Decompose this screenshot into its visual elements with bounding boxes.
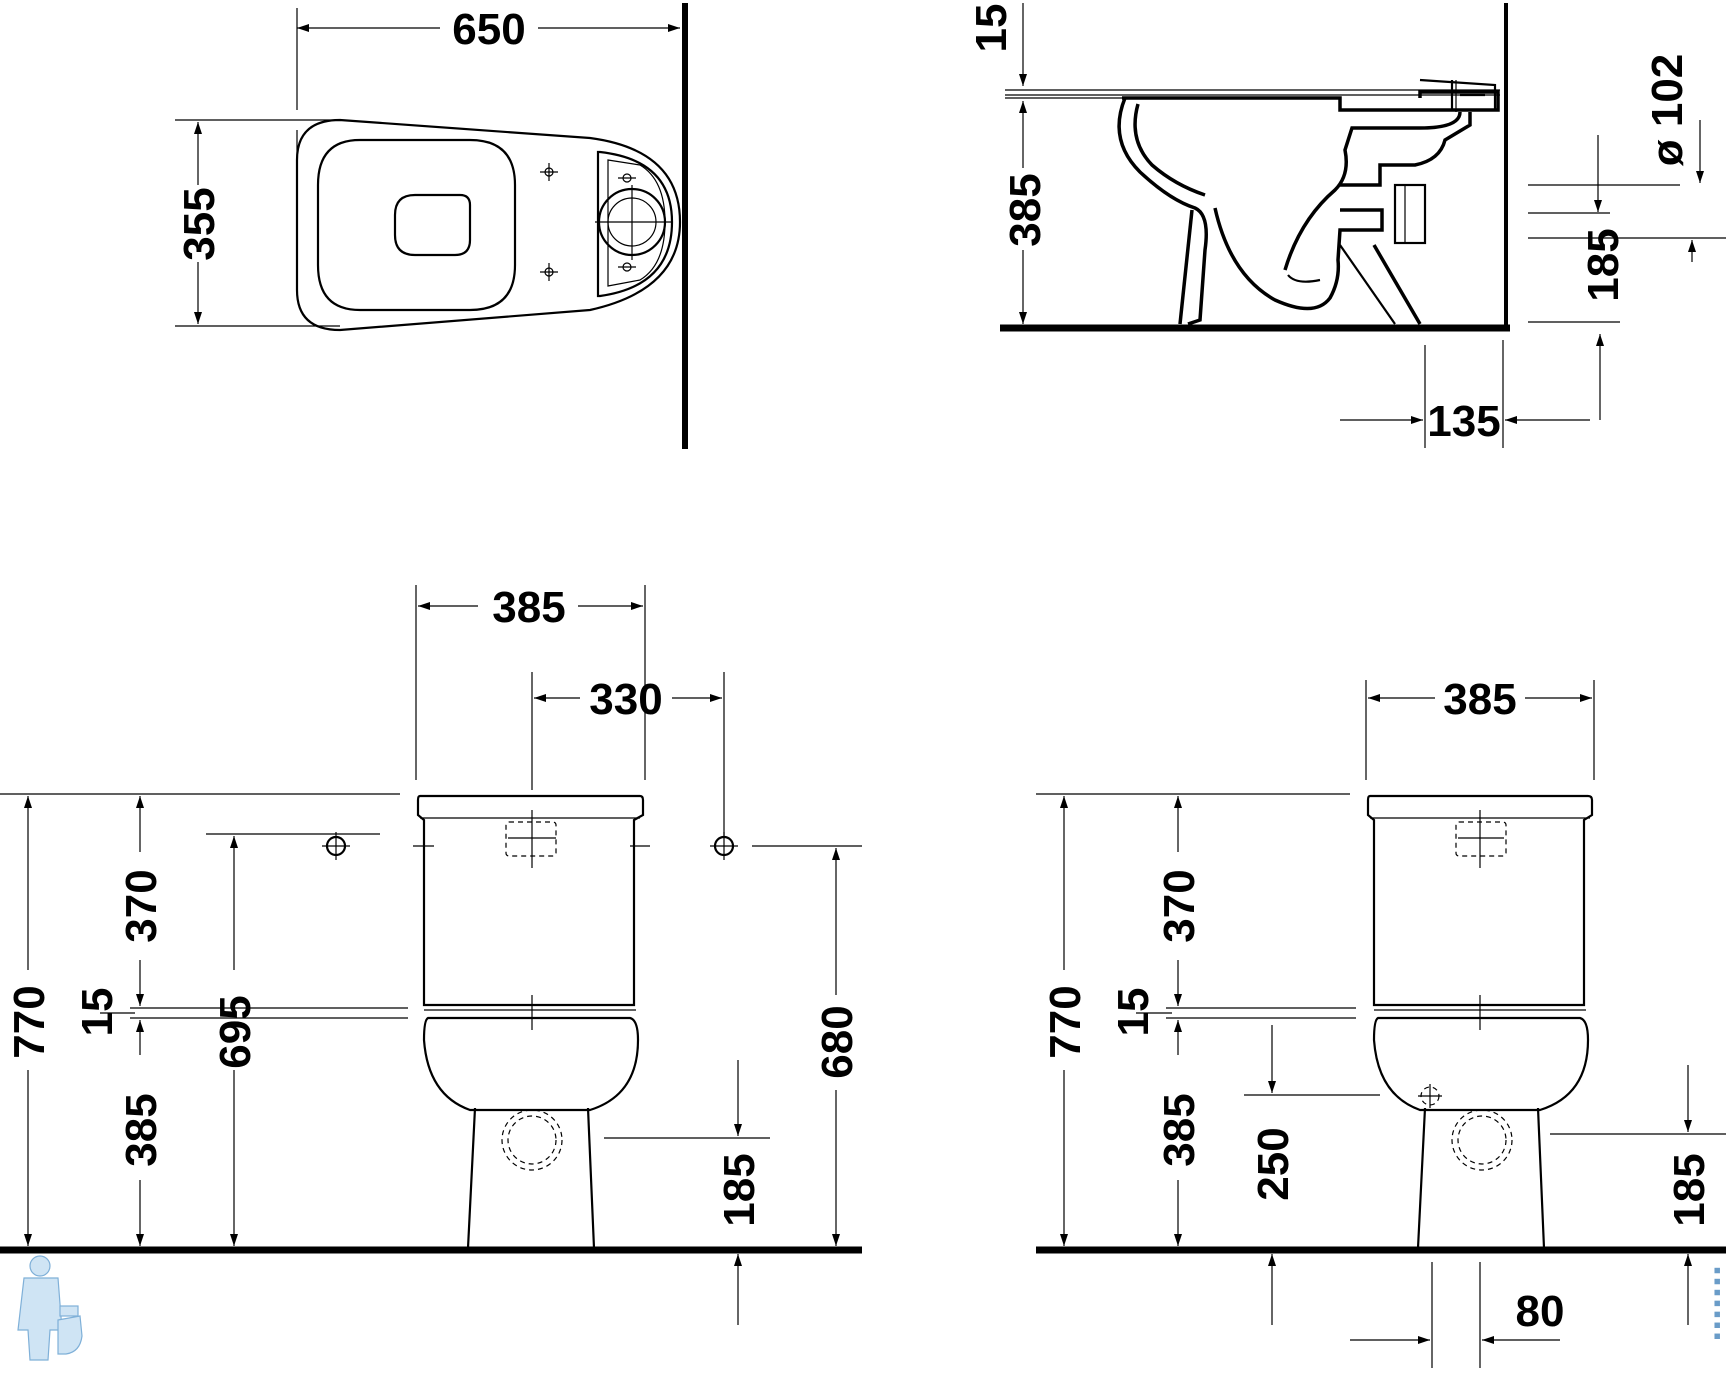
dim-outlet-height-side: 185 xyxy=(1579,228,1628,301)
side-watermark: ▪ ▪ ▪ ▪ ▪ ▪ ▪ xyxy=(1710,1267,1723,1340)
plumber-logo-icon xyxy=(17,1255,83,1361)
dim-mount-height-left: 695 xyxy=(211,995,260,1068)
mount-hole-icon xyxy=(540,163,636,281)
bowl-front-left xyxy=(422,1016,640,1112)
dim-outlet-diameter: ø 102 xyxy=(1643,54,1692,167)
pedestal-front-right xyxy=(1416,1107,1546,1249)
dim-seat-height-side: 385 xyxy=(1001,173,1050,246)
pedestal-front-left xyxy=(466,1107,596,1249)
dim-inlet-height-right: 250 xyxy=(1249,1127,1298,1200)
bowl-profile-side xyxy=(1117,90,1500,326)
dim-tank-height-left: 370 xyxy=(117,869,166,942)
dim-bowl-height-right: 385 xyxy=(1155,1093,1204,1166)
dim-tank-width-left: 385 xyxy=(492,583,565,632)
dim-outlet-offset-side: 135 xyxy=(1427,397,1500,446)
outlet-front-left xyxy=(501,1109,563,1171)
bowl-opening-top xyxy=(393,193,472,257)
dim-tank-height-right: 370 xyxy=(1155,869,1204,942)
front-view-left: 385 330 770 370 15 385 695 680 18 xyxy=(0,583,862,1325)
dim-outlet-height-left: 185 xyxy=(715,1153,764,1226)
front-view-right: 385 770 370 15 385 250 185 80 xyxy=(1036,675,1726,1368)
dim-width-top: 650 xyxy=(452,5,525,54)
flush-button-front-right xyxy=(1455,821,1507,857)
flush-button-front-left xyxy=(505,821,557,857)
tank-outline-top xyxy=(596,150,674,298)
bowl-outline-top xyxy=(295,118,682,332)
mount-hole-icon xyxy=(322,832,738,860)
dim-total-height-right: 770 xyxy=(1041,985,1090,1058)
outlet-pipe-side xyxy=(1393,183,1427,245)
outlet-front-right xyxy=(1451,1109,1513,1171)
seat-outline-top xyxy=(316,138,517,312)
dim-outlet-height-right: 185 xyxy=(1665,1153,1714,1226)
top-view: 650 355 xyxy=(175,3,688,449)
tank-front-left xyxy=(416,794,645,1007)
dim-mount-offset-left: 330 xyxy=(589,675,662,724)
dim-depth-top: 355 xyxy=(175,187,224,260)
dim-gap-left: 15 xyxy=(73,988,122,1037)
dim-gap-right: 15 xyxy=(1109,988,1158,1037)
trap-side xyxy=(1213,112,1472,311)
dim-tank-width-right: 385 xyxy=(1443,675,1516,724)
dim-side-mount-height-left: 680 xyxy=(813,1005,862,1078)
dim-outlet-offset-right: 80 xyxy=(1516,1287,1565,1336)
side-view: 15 385 ø 102 185 135 xyxy=(967,3,1726,448)
dim-bowl-height-left: 385 xyxy=(117,1093,166,1166)
dim-seat-gap-side: 15 xyxy=(967,4,1016,53)
bowl-front-right xyxy=(1372,1016,1590,1112)
tank-front-right xyxy=(1366,794,1594,1007)
dim-total-height-left: 770 xyxy=(5,985,54,1058)
